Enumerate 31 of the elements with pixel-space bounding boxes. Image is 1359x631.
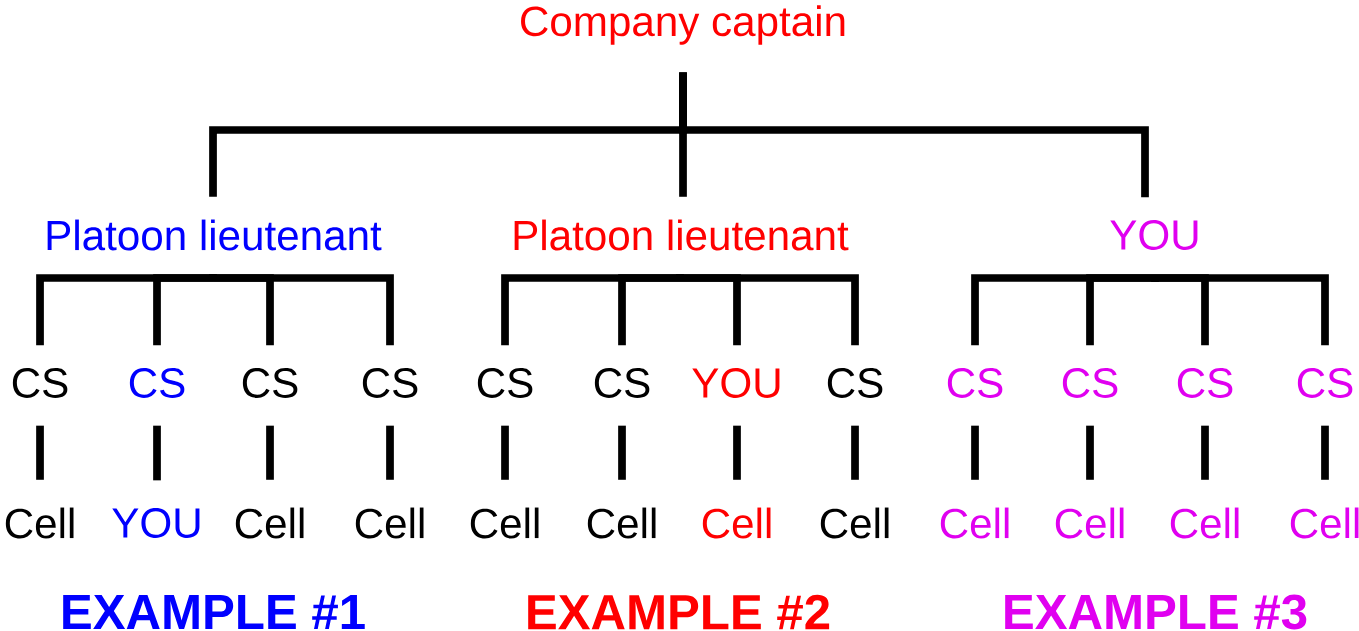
org-label: CS: [129, 368, 185, 398]
org-label: YOU: [112, 508, 200, 538]
org-label: Cell: [1055, 507, 1124, 539]
org-label: CS: [362, 368, 418, 398]
org-label: Cell: [940, 507, 1009, 539]
org-label: Cell: [235, 507, 304, 539]
org-label: YOU: [1110, 220, 1198, 250]
org-label: CS: [594, 368, 650, 398]
org-label: Company captain: [521, 5, 845, 45]
org-label: Cell: [587, 507, 656, 539]
org-label: CS: [12, 368, 68, 398]
org-label: CS: [947, 368, 1003, 398]
org-label: Cell: [1170, 507, 1239, 539]
org-label: Cell: [470, 507, 539, 539]
org-label: CS: [827, 368, 883, 398]
org-label: Platoon lieutenant: [47, 219, 382, 251]
org-label: CS: [1297, 368, 1353, 398]
example-caption: EXAMPLE #2: [528, 594, 830, 630]
org-label: YOU: [692, 368, 780, 398]
org-label: CS: [1062, 368, 1118, 398]
org-label: Platoon lieutenant: [514, 219, 849, 251]
example-caption: EXAMPLE #3: [1005, 594, 1307, 630]
org-label: CS: [242, 368, 298, 398]
org-label: Cell: [355, 507, 424, 539]
example-caption: EXAMPLE #1: [63, 595, 365, 629]
org-label: Cell: [820, 507, 889, 539]
org-label: Cell: [5, 507, 74, 539]
org-label: CS: [477, 368, 533, 398]
org-label: Cell: [1290, 507, 1359, 539]
org-label: CS: [1177, 368, 1233, 398]
org-label: Cell: [702, 507, 771, 539]
